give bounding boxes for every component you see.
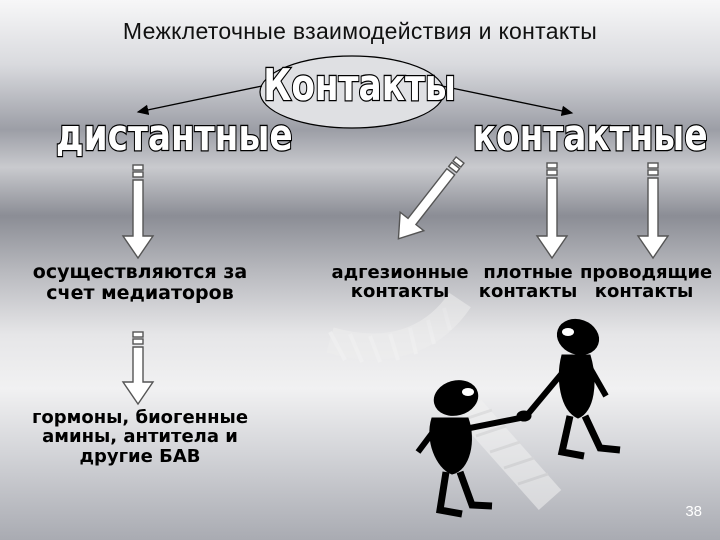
substances-text: гормоны, биогенные амины, антитела и дру… <box>31 407 249 467</box>
slide-title: Межклеточные взаимодействия и контакты <box>122 18 598 44</box>
conductive-text: проводящие контакты <box>580 262 713 303</box>
mediators-label: осуществляются за счет медиаторов <box>20 262 260 303</box>
adhesive-label: адгезионные контакты <box>325 263 475 302</box>
tight-label: плотные контакты <box>473 263 583 302</box>
conductive-label: проводящие контакты <box>580 263 712 302</box>
arrow-root-to-contact <box>441 85 574 116</box>
root-ellipse <box>259 55 445 129</box>
adhesive-text: адгезионные контакты <box>331 262 469 303</box>
handshake-figures-illustration <box>415 318 621 518</box>
page-number: 38 <box>685 503 702 520</box>
root-label: Контакты <box>262 59 457 113</box>
arrow-distant-to-mediators <box>121 164 155 260</box>
arrow-root-to-distant <box>136 85 263 115</box>
arrow-contact-to-tight <box>535 162 569 260</box>
arrow-contact-to-conductive <box>636 162 670 260</box>
arrow-contact-to-adhesive <box>397 155 465 240</box>
tight-text: плотные контакты <box>478 262 578 303</box>
substances-label: гормоны, биогенные амины, антитела и дру… <box>30 408 250 466</box>
contact-label: контактные <box>472 109 709 163</box>
arrow-mediators-to-substances <box>121 331 155 406</box>
distant-label: дистантные <box>55 109 294 163</box>
mediators-text: осуществляются за счет медиаторов <box>32 261 248 304</box>
